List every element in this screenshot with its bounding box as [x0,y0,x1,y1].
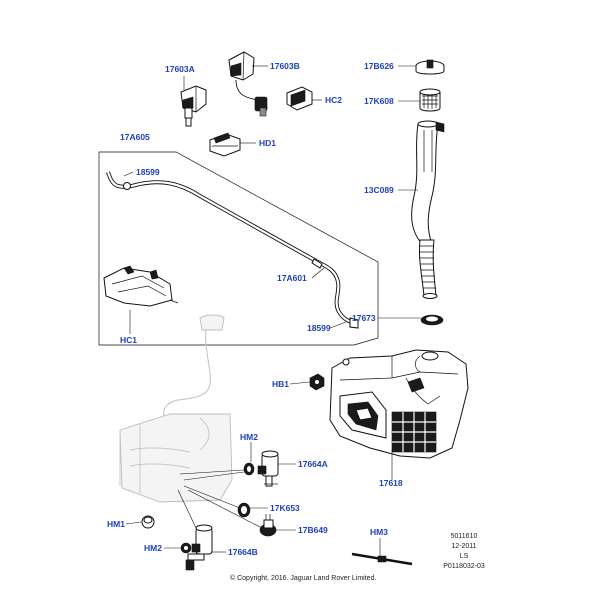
grommet-hm1 [141,515,155,529]
grommet-hm2-bottom [180,542,192,554]
sensor-17B649 [259,514,277,537]
bracket-hc1 [103,265,179,307]
label-hc2: HC2 [325,95,342,105]
label-17603B: 17603B [270,61,300,71]
corrugated-hose [419,239,438,299]
pump-17664B [185,524,213,571]
label-hd1: HD1 [259,138,276,148]
label-17664B: 17664B [228,547,258,557]
cable-tie-hm3 [351,552,413,566]
label-hc1: HC1 [120,335,137,345]
label-hm1: HM1 [107,519,125,529]
washer-hose [106,171,359,329]
reservoir-grid [391,411,437,453]
washer-jet-17603A [180,85,207,127]
filler-neck-13C089 [411,120,445,299]
washer-jet-17603B [228,51,268,117]
pump-17664A [257,450,279,487]
filter-17K653 [237,502,251,518]
label-17664A: 17664A [298,459,328,469]
label-17A605: 17A605 [120,132,150,142]
label-13C089: 13C089 [364,185,394,195]
label-17603A: 17603A [165,64,195,74]
seal-17673 [420,314,444,326]
filler-cap-17B626 [415,59,445,75]
label-17B649: 17B649 [298,525,328,535]
filter-17K608 [419,88,441,112]
bolt-hb1 [309,373,325,391]
label-17K608: 17K608 [364,96,394,106]
label-18599-bottom: 18599 [307,323,331,333]
label-hm3: HM3 [370,527,388,537]
leader-lines [123,65,421,556]
label-17B626: 17B626 [364,61,394,71]
label-17618: 17618 [379,478,403,488]
clip-hd1 [209,132,241,157]
meta-line-4: P0118032-03 [443,563,485,570]
label-hb1: HB1 [272,379,289,389]
label-17K653: 17K653 [270,503,300,513]
connector-hc2 [286,86,313,111]
reservoir-ghost [119,314,233,503]
label-17A601: 17A601 [277,273,307,283]
reservoir-17618 [329,349,469,459]
label-17673: 17673 [352,313,376,323]
meta-line-1: 5011610 [451,533,478,540]
meta-line-2: 12-2011 [451,543,476,550]
hose-kit-frame [98,151,379,346]
copyright-notice: © Copyright, 2016. Jaguar Land Rover Lim… [230,574,376,582]
label-hm2-top: HM2 [240,432,258,442]
meta-line-3: LS [460,553,469,560]
label-hm2-bottom: HM2 [144,543,162,553]
label-18599-top: 18599 [136,167,160,177]
reference-info: 5011610 12-2011 LS P0118032-03 [443,533,485,570]
grommet-hm2-top [243,462,255,476]
